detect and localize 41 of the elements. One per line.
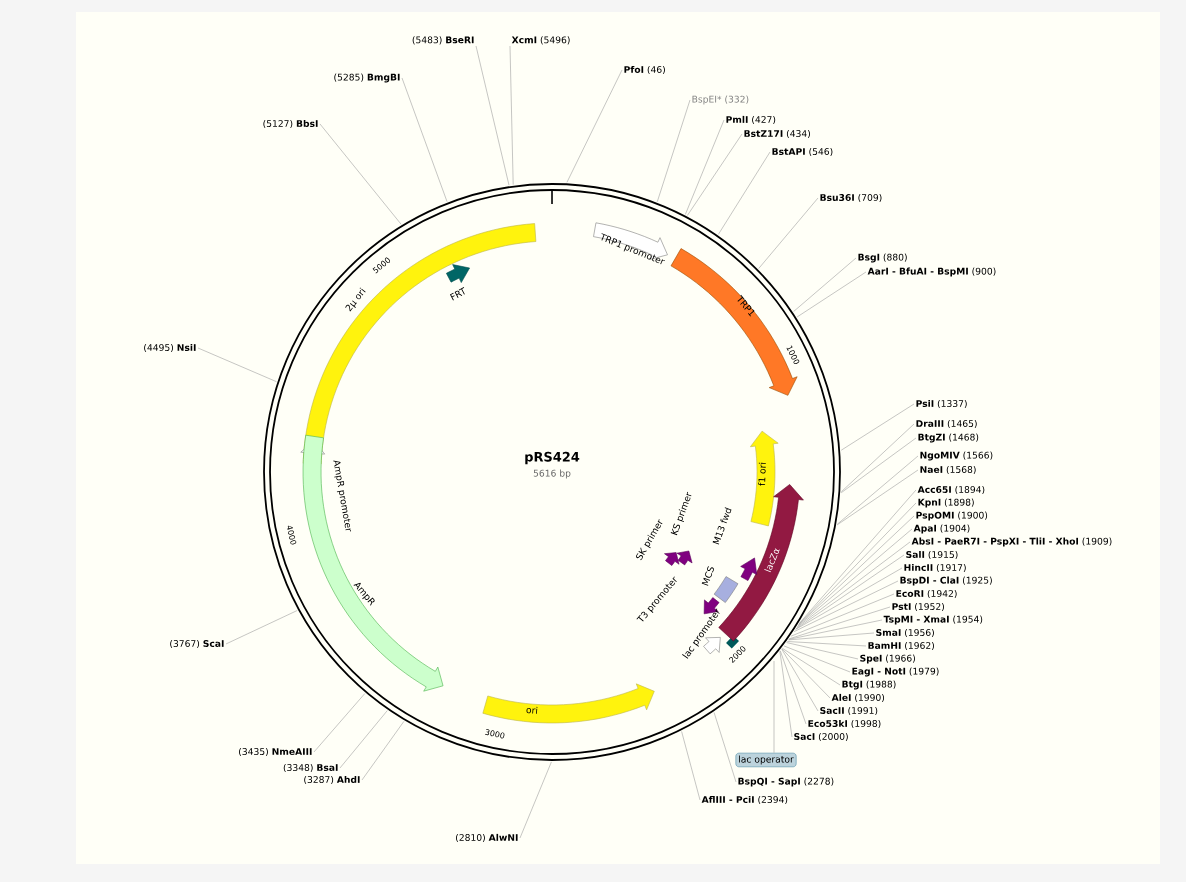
leader-line — [687, 133, 743, 216]
leader-line — [840, 403, 915, 451]
leader-line — [781, 648, 831, 699]
leader-line — [566, 69, 623, 183]
leader-line — [779, 651, 793, 738]
leader-line — [836, 455, 919, 525]
leader-line — [781, 648, 819, 712]
leader-line — [713, 712, 737, 783]
leader-line — [313, 693, 366, 753]
leader-line — [790, 593, 895, 637]
leader-line — [795, 567, 903, 630]
leader-line — [781, 647, 841, 686]
leader-line — [758, 197, 819, 269]
leader-line — [681, 731, 701, 801]
leader-line — [339, 710, 388, 769]
leader-line — [788, 606, 891, 640]
leader-line — [841, 423, 915, 493]
leader-line — [509, 45, 514, 185]
leader-line — [685, 119, 725, 215]
leader-line — [788, 619, 883, 640]
leader-line — [718, 151, 771, 235]
leader-line — [796, 541, 911, 628]
leader-line — [793, 257, 857, 312]
leader-line — [519, 761, 552, 839]
leader-line — [788, 632, 875, 641]
leader-line — [361, 721, 405, 781]
leader-line — [656, 99, 691, 203]
leader-line — [319, 123, 402, 225]
leader-line — [401, 77, 448, 202]
leader-line — [475, 45, 510, 186]
leader-line — [793, 580, 899, 632]
leader-line — [795, 554, 905, 630]
leader-line — [197, 347, 277, 382]
leader-line — [836, 469, 919, 526]
leader-line — [783, 645, 851, 673]
leader-line — [787, 641, 867, 647]
leader-line — [796, 271, 867, 318]
leader-line — [225, 610, 298, 645]
leader-line — [780, 650, 807, 725]
leader-line — [840, 437, 917, 494]
leader-line — [786, 642, 859, 660]
